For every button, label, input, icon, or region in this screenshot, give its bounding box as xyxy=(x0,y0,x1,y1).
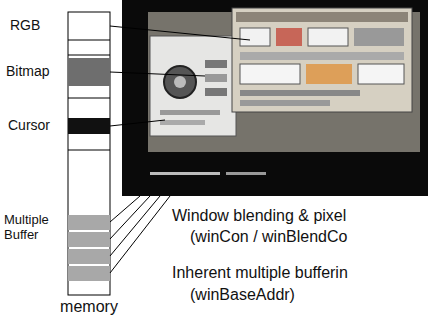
buffer-segment xyxy=(68,249,110,264)
feature-text: Inherent multiple bufferin xyxy=(172,264,348,282)
memory-heading: memory xyxy=(60,298,118,316)
feature-text: Window blending & pixel xyxy=(172,207,346,225)
memory-column xyxy=(68,12,110,295)
screenshot xyxy=(122,0,428,196)
buffer-segment xyxy=(68,232,110,247)
memory-block: memory xyxy=(68,12,110,295)
buffer-segment xyxy=(68,215,110,230)
segment-label: Cursor xyxy=(8,117,50,133)
bitmap-segment xyxy=(68,58,110,86)
feature-text: (winBaseAddr) xyxy=(190,286,295,304)
buffer-segment xyxy=(68,266,110,281)
cursor-segment xyxy=(68,118,110,134)
segment-label: RGB xyxy=(10,17,40,33)
segment-label: Multiple Buffer xyxy=(4,213,62,243)
feature-text: (winCon / winBlendCo xyxy=(190,228,347,246)
segment-label: Bitmap xyxy=(6,63,50,79)
